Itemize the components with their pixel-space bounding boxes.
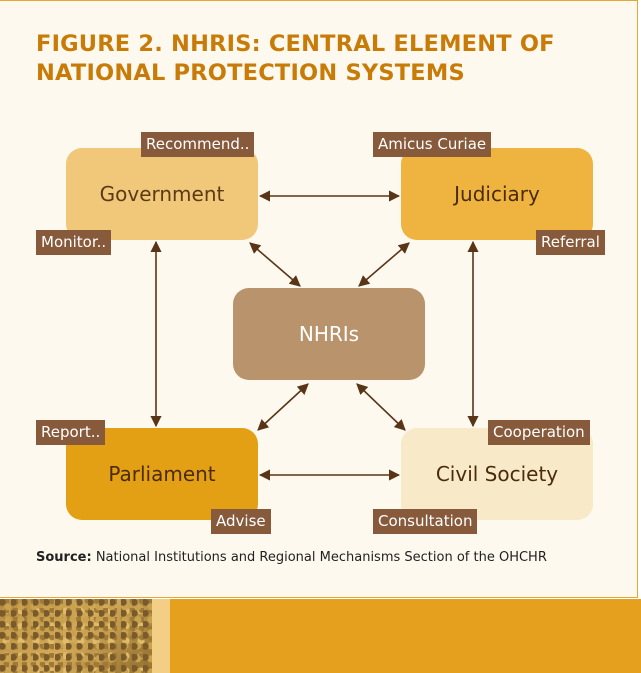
- footer-crowd-photo: [0, 599, 152, 673]
- parliament-label: Parliament: [108, 462, 216, 486]
- source-note: Source: National Institutions and Region…: [36, 547, 596, 569]
- advise-tag: Advise: [211, 509, 271, 534]
- nhris-node: NHRIs: [233, 288, 425, 380]
- source-text: National Institutions and Regional Mecha…: [95, 550, 547, 565]
- connection-arrows: [150, 190, 479, 481]
- judiciary-node: Judiciary: [401, 148, 593, 240]
- report-tag: Report..: [36, 420, 106, 445]
- consultation-tag: Consultation: [373, 509, 478, 534]
- arrow-civil-society-nhris: [356, 383, 406, 431]
- government-node: Government: [66, 148, 258, 240]
- referral-tag: Referral: [536, 230, 605, 255]
- government-label: Government: [99, 182, 225, 206]
- civil-society-label: Civil Society: [435, 462, 559, 486]
- monitor-tag: Monitor..: [36, 230, 112, 255]
- source-label: Source:: [36, 550, 92, 565]
- nhris-label: NHRIs: [298, 322, 360, 346]
- arrow-parliament-nhris: [257, 383, 309, 431]
- judiciary-label: Judiciary: [454, 182, 540, 206]
- amicus-curiae-tag: Amicus Curiae: [373, 132, 492, 157]
- footer-divider: [152, 599, 170, 673]
- figure-title: FIGURE 2. NHRIS: CENTRAL ELEMENT OF NATI…: [36, 31, 555, 86]
- recommend-tag: Recommend..: [141, 132, 255, 157]
- cooperation-tag: Cooperation: [488, 420, 590, 445]
- arrow-government-nhris: [249, 242, 301, 287]
- arrow-judiciary-nhris: [358, 242, 410, 287]
